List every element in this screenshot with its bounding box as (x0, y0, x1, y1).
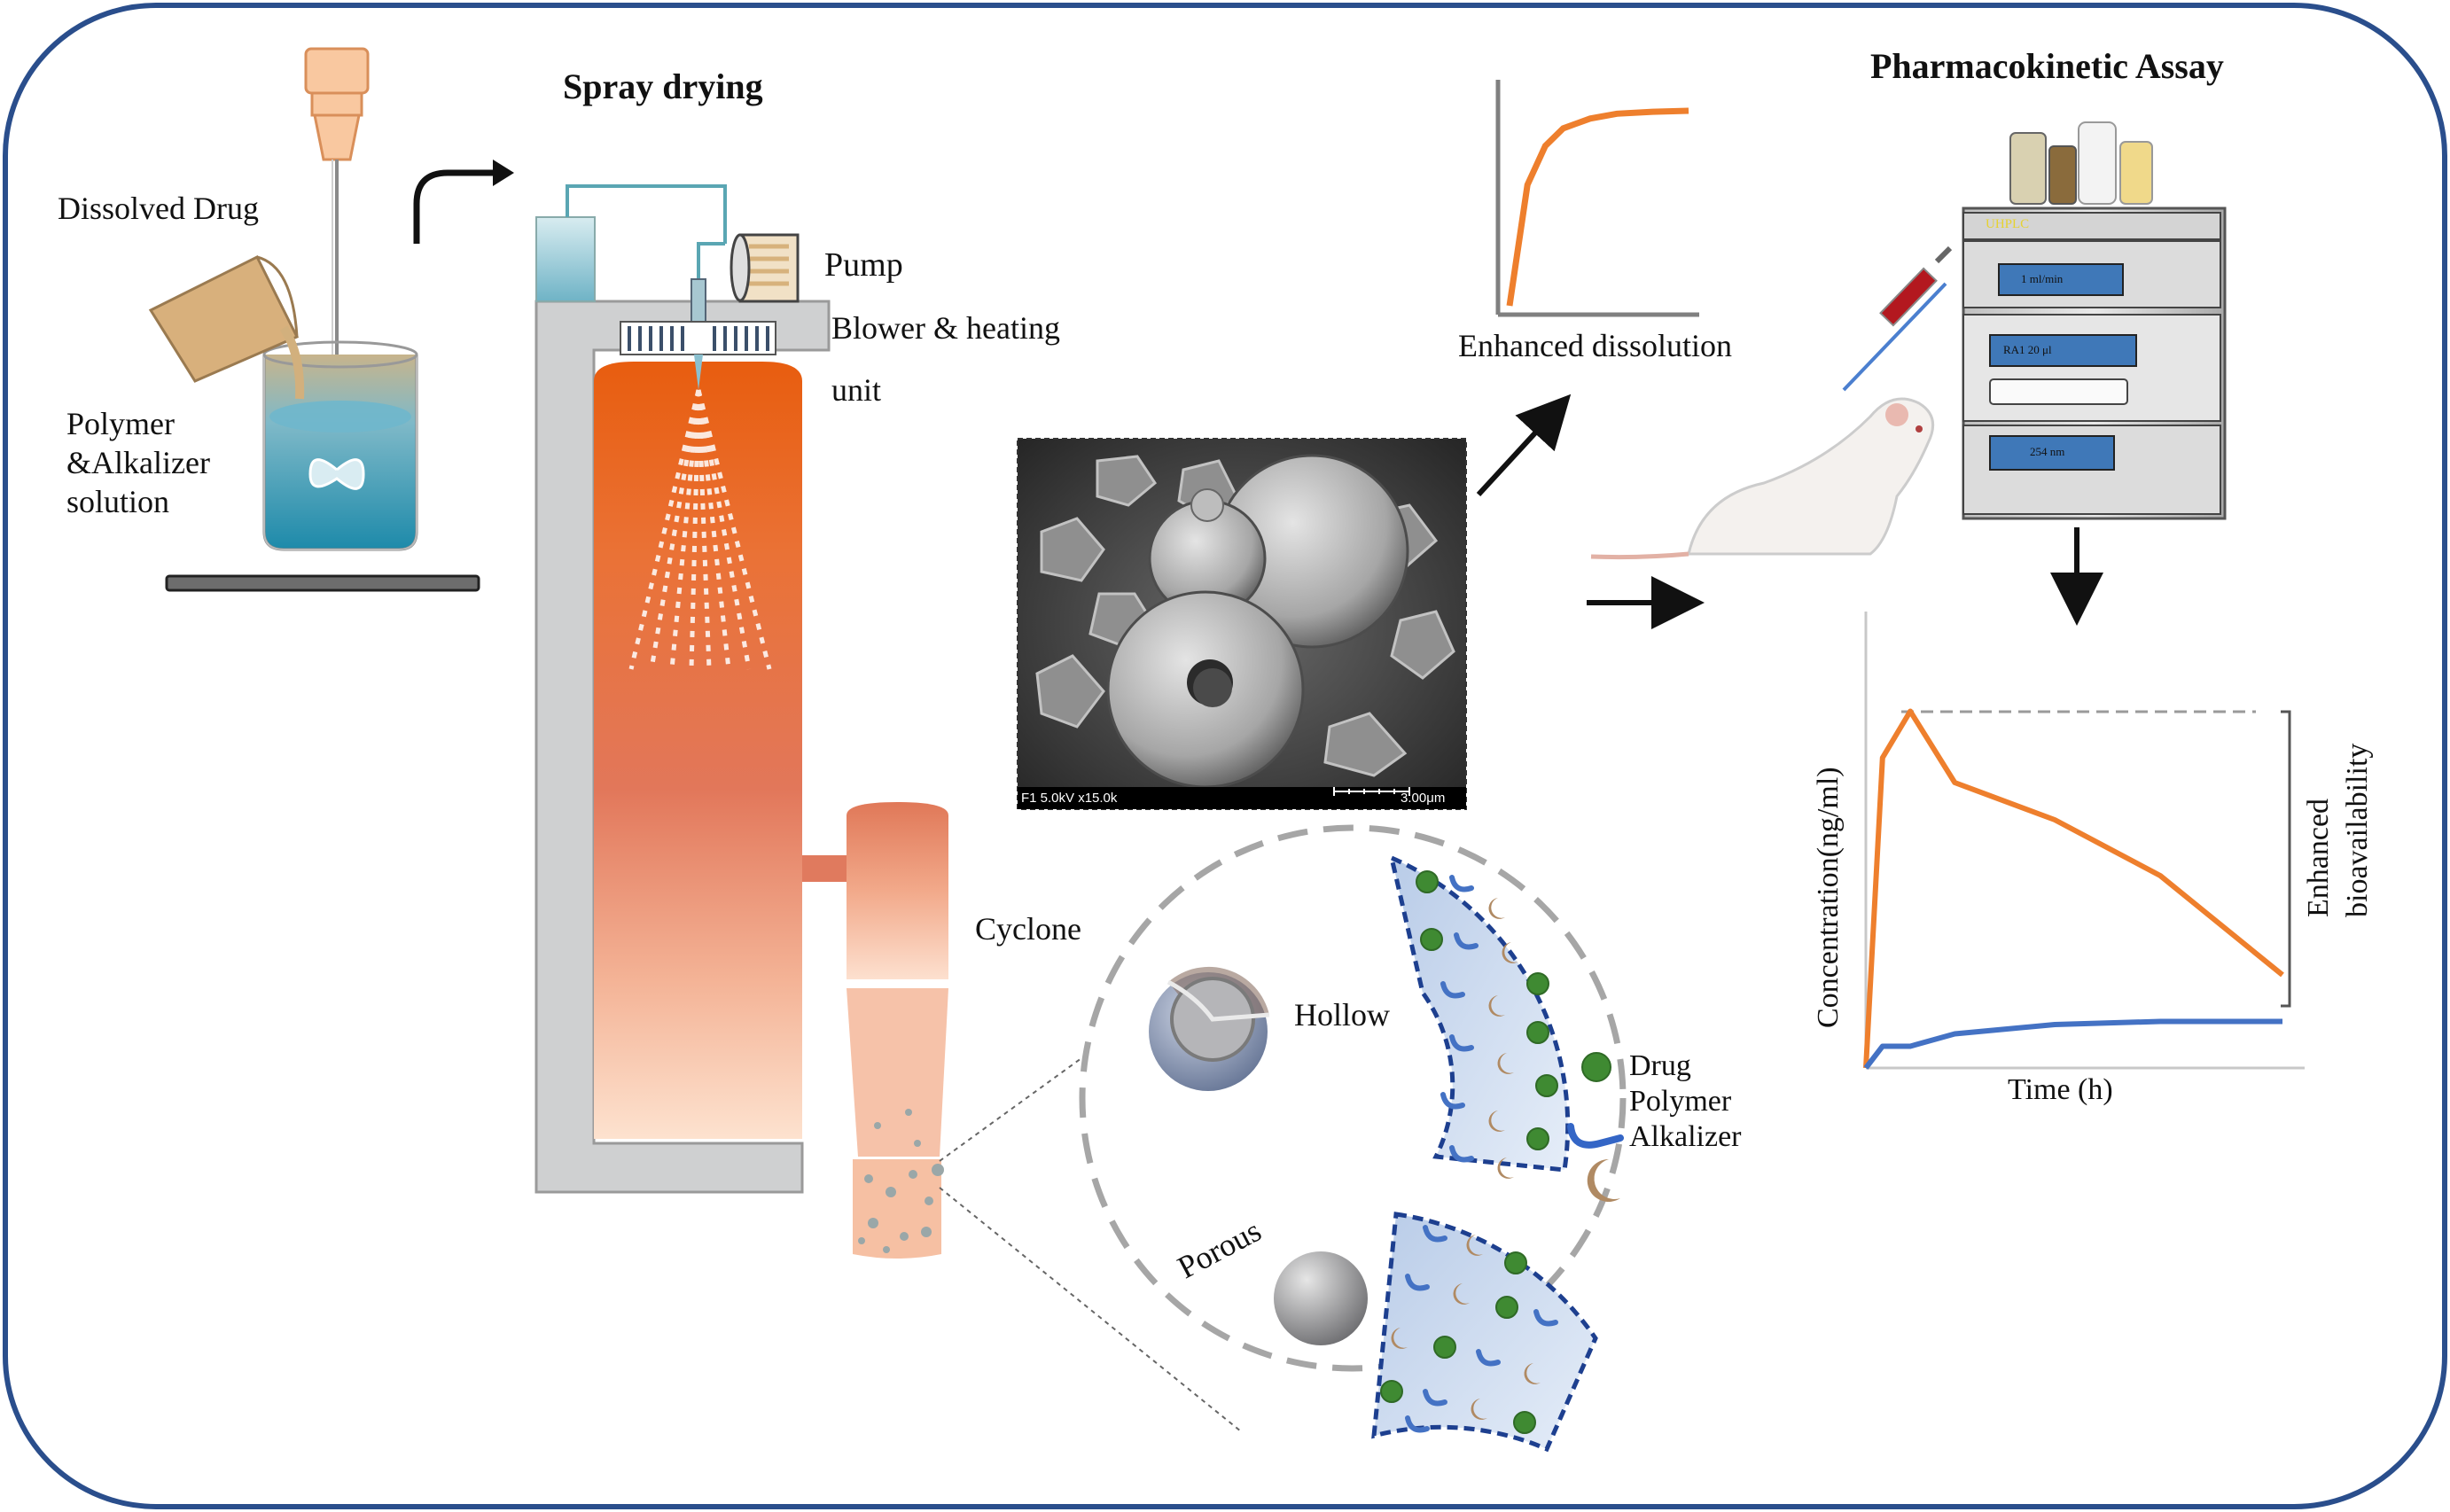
drug-particle (1433, 1336, 1456, 1359)
polymer-label-line3: solution (66, 484, 170, 519)
zoom-circle (1079, 824, 1627, 1453)
rat (1590, 397, 1935, 560)
wavelength-display (1989, 435, 2115, 471)
blower-unit (620, 321, 776, 355)
polymer-strand (1405, 1274, 1430, 1291)
alkalizer-particle (1488, 898, 1505, 919)
drug-particle (1420, 928, 1443, 951)
pk-series-blue (1863, 1018, 2282, 1070)
porous-particle (1274, 1251, 1368, 1345)
legend-drug: Drug (1629, 1049, 1691, 1082)
drug-particle (1526, 972, 1549, 995)
cyclone (844, 802, 951, 1259)
arrow-to-dissolution (1476, 394, 1572, 497)
legend-polymer: Polymer (1629, 1085, 1732, 1118)
drug-particle (1526, 1021, 1549, 1044)
polymer-strand (1440, 1092, 1465, 1110)
sem-caption-left: F1 5.0kV x15.0k (1021, 791, 1118, 806)
dissolved-drug-label: Dissolved Drug (58, 191, 259, 226)
injection-display (1989, 334, 2137, 367)
pk-assay-heading: Pharmacokinetic Assay (1870, 46, 2224, 86)
pk-xlabel: Time (h) (2008, 1073, 2113, 1106)
uhplc-brand: UHPLC (1986, 217, 2030, 231)
pk-chart (1863, 612, 2305, 1070)
zoom-lines (939, 1032, 1242, 1432)
polymer-strand (1440, 981, 1465, 999)
polymer-label-line2: &Alkalizer (66, 445, 210, 480)
hplc-instrument (1962, 121, 2227, 520)
uhplc-wavelength: 254 nm (2030, 445, 2065, 458)
blower-label-line2: unit (831, 372, 882, 408)
alkalizer-particle (1524, 1363, 1541, 1384)
uhplc-injection: RA1 20 μl (2003, 343, 2052, 356)
alkalizer-legend-icon (1587, 1158, 1620, 1202)
porous-wall-sector (1371, 1212, 1598, 1453)
drug-legend-icon (1581, 1052, 1611, 1082)
dissolution-chart (1495, 80, 1699, 317)
polymer-strand (1454, 932, 1479, 950)
polymer-strand (1423, 1225, 1447, 1243)
polymer-legend-icon (1567, 1123, 1624, 1149)
dissolution-chart-label: Enhanced dissolution (1458, 328, 1732, 363)
sem-caption-right: 3.00μm (1401, 791, 1446, 806)
spray-dryer (534, 184, 860, 1194)
drug-particle (1495, 1296, 1518, 1319)
polymer-strand (1449, 875, 1474, 892)
syringe (1842, 246, 1953, 392)
solvent-bottles (2009, 121, 2153, 205)
drug-particle (1504, 1251, 1527, 1274)
stir-plate (165, 574, 480, 592)
alkalizer-particle (1488, 995, 1505, 1017)
polymer-strand (1533, 1309, 1558, 1327)
alkalizer-particle (1466, 1235, 1483, 1256)
alkalizer-particle (1453, 1283, 1470, 1305)
drug-particle (1513, 1411, 1536, 1434)
curved-arrow (413, 169, 496, 244)
polymer-strand (1405, 1415, 1430, 1433)
bioavailability-bracket (2281, 710, 2291, 1008)
hollow-label: Hollow (1294, 997, 1390, 1033)
pouring-cup (148, 254, 305, 400)
bioavailability-label-line1: Enhanced (2302, 798, 2335, 917)
alkalizer-particle (1488, 1111, 1505, 1132)
stirrer-group (304, 47, 370, 461)
dissolution-curve (1506, 107, 1689, 307)
alkalizer-particle (1497, 1053, 1514, 1074)
alkalizer-particle (1391, 1328, 1408, 1349)
flow-display (1998, 263, 2124, 296)
hollow-particle (1149, 966, 1270, 1091)
feed-vial (535, 216, 596, 302)
polymer-strand (1449, 1034, 1474, 1052)
alkalizer-particle (1471, 1399, 1487, 1420)
spray-drying-heading: Spray drying (563, 66, 763, 106)
sem-image (1017, 438, 1467, 810)
drug-particle (1526, 1127, 1549, 1150)
polymer-label-line1: Polymer (66, 406, 175, 441)
stirrer-motor (304, 47, 370, 95)
polymer-strand (1423, 1389, 1447, 1407)
polymer-strand (1476, 1349, 1501, 1367)
bioavailability-label-line2: bioavailability (2341, 743, 2374, 917)
polymer-strand (1449, 1145, 1474, 1163)
drug-particle (1380, 1380, 1403, 1403)
pk-series-orange (1863, 708, 2284, 1069)
frame-border (3, 3, 2447, 1509)
drug-particle (1535, 1074, 1558, 1097)
spray-droplets (628, 389, 772, 670)
cyclone-label: Cyclone (975, 911, 1081, 947)
blower-label-line1: Blower & heating (831, 310, 1060, 346)
pump-label: Pump (824, 246, 903, 284)
drying-chamber (594, 362, 802, 1139)
uhplc-flow: 1 ml/min (2021, 272, 2064, 285)
alkalizer-particle (1502, 942, 1518, 963)
stirring-impeller (308, 458, 365, 490)
legend-alkalizer: Alkalizer (1629, 1120, 1742, 1153)
drug-particle (1416, 870, 1439, 893)
beaker (262, 340, 418, 551)
alkalizer-particle (1497, 1157, 1514, 1179)
pk-ylabel: Concentration(ng/ml) (1812, 767, 1845, 1028)
